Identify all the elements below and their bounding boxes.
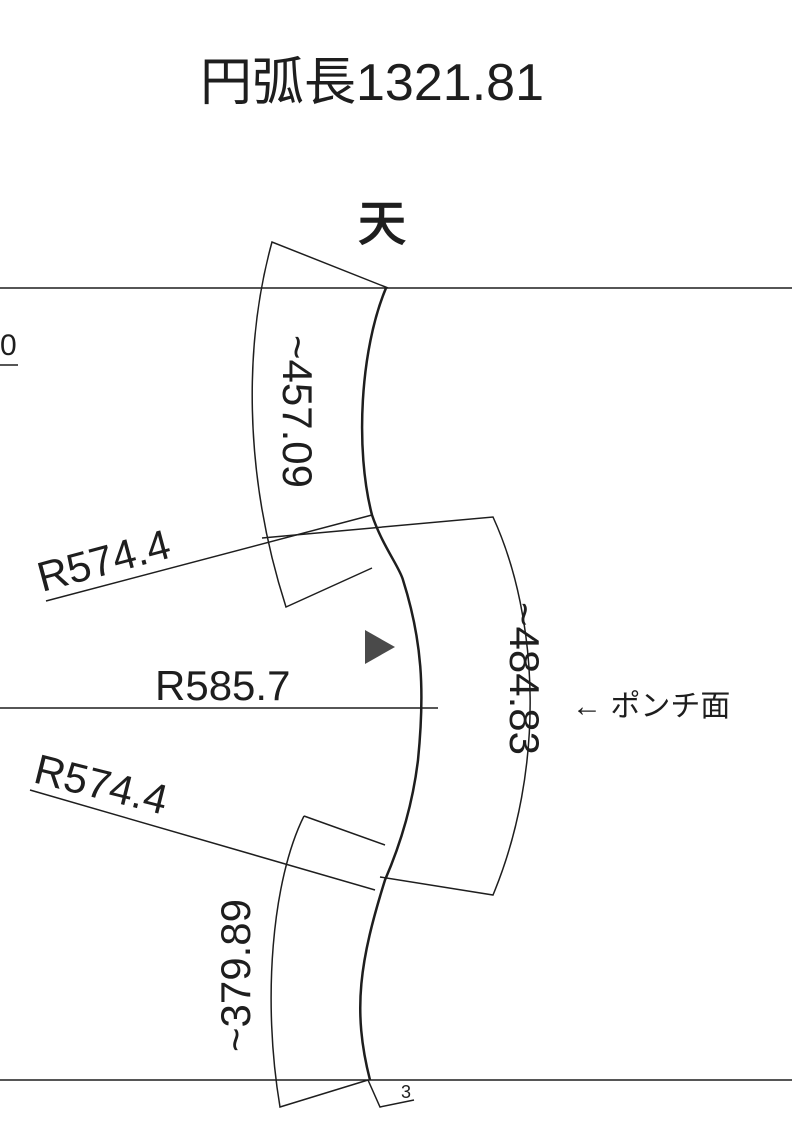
edge-mark-bottom: 3	[401, 1082, 411, 1102]
segment-3-arc-length-label: ~379.89	[212, 899, 259, 1052]
arc-length-title: 円弧長1321.81	[200, 54, 544, 112]
segment-1-radius-label: R574.4	[32, 520, 175, 600]
top-marker: 天	[358, 198, 406, 251]
main-profile-curve	[359, 287, 423, 1081]
edge-mark-left: 0	[0, 329, 17, 362]
segment-3-outline	[270, 815, 415, 1108]
segment-1-radius-leader	[45, 514, 373, 602]
segment-2-radius-label: R585.7	[155, 662, 290, 709]
segment-2-outline	[261, 516, 531, 896]
segment-1-outline	[251, 240, 389, 609]
triangle-right-icon	[365, 630, 395, 664]
segment-2-arc-length-label: ~484.83	[501, 602, 548, 755]
punch-face-label: ← ポンチ面	[572, 690, 730, 723]
segment-3-radius-label: R574.4	[30, 745, 173, 823]
segment-1-arc-length-label: ~457.09	[274, 335, 321, 488]
segment-3-radius-leader	[29, 789, 376, 891]
